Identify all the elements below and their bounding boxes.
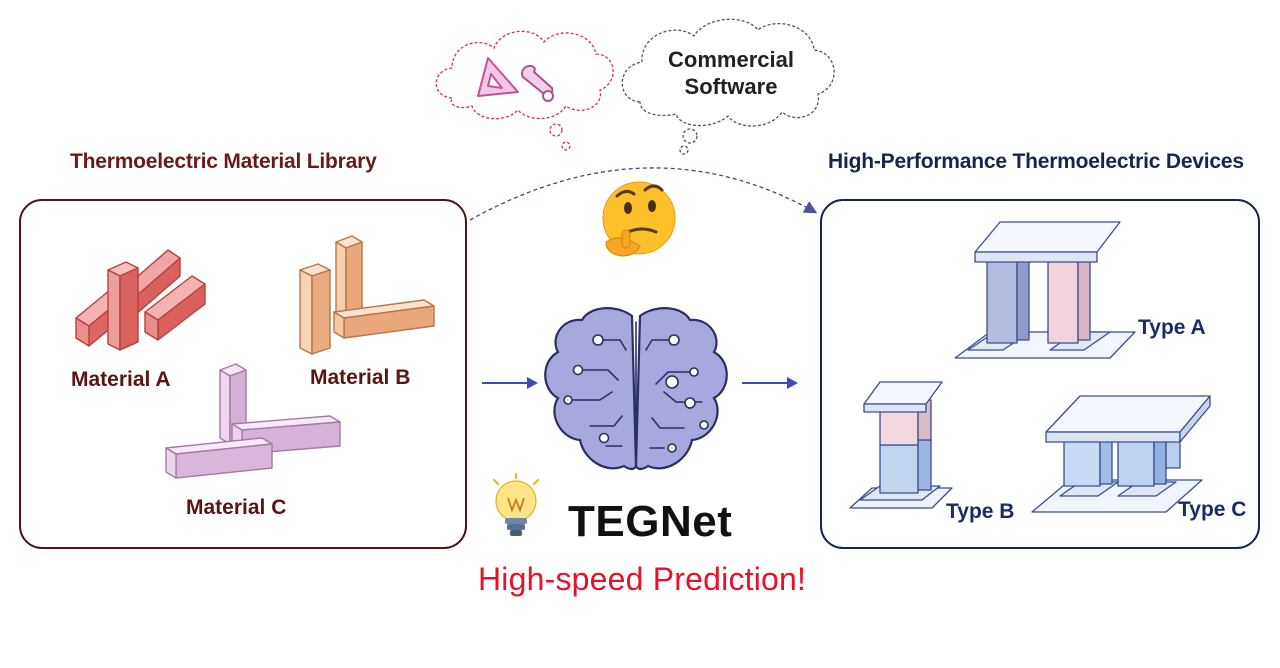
light-bulb-icon <box>493 473 539 536</box>
device-type-b <box>849 381 953 509</box>
material-b-label: Material B <box>310 366 411 389</box>
thought-cloud-tools <box>435 30 614 151</box>
type-a-label: Type A <box>1138 316 1206 339</box>
cloud-text-line2: Software <box>684 74 778 99</box>
devices-title: High-Performance Thermoelectric Devices <box>828 150 1244 173</box>
wrench-icon <box>520 65 554 102</box>
model-name: TEGNet <box>568 497 733 546</box>
type-b-label: Type B <box>946 500 1015 523</box>
set-square-icon <box>477 57 519 97</box>
type-c-label: Type C <box>1178 498 1247 521</box>
devices-panel <box>820 199 1260 549</box>
arrow-out-of-brain <box>742 377 798 389</box>
material-c-blocks <box>165 363 341 479</box>
material-a-label: Material A <box>71 368 171 391</box>
tagline: High-speed Prediction! <box>478 561 807 597</box>
brain-icon <box>544 307 728 471</box>
arrow-into-brain <box>482 377 538 389</box>
thought-cloud-software <box>621 18 835 155</box>
material-b-blocks <box>299 235 435 355</box>
cloud-text-line1: Commercial <box>668 47 794 72</box>
material-c-label: Material C <box>186 496 287 519</box>
material-a-blocks <box>75 249 206 351</box>
thinking-face-icon <box>602 181 676 257</box>
device-type-a <box>954 221 1136 359</box>
device-type-c <box>1031 395 1211 513</box>
material-library-title: Thermoelectric Material Library <box>70 150 377 173</box>
commercial-software-text: Commercial Software <box>656 46 806 100</box>
dotted-curve-arrow <box>469 167 818 221</box>
material-library-panel <box>19 199 467 549</box>
